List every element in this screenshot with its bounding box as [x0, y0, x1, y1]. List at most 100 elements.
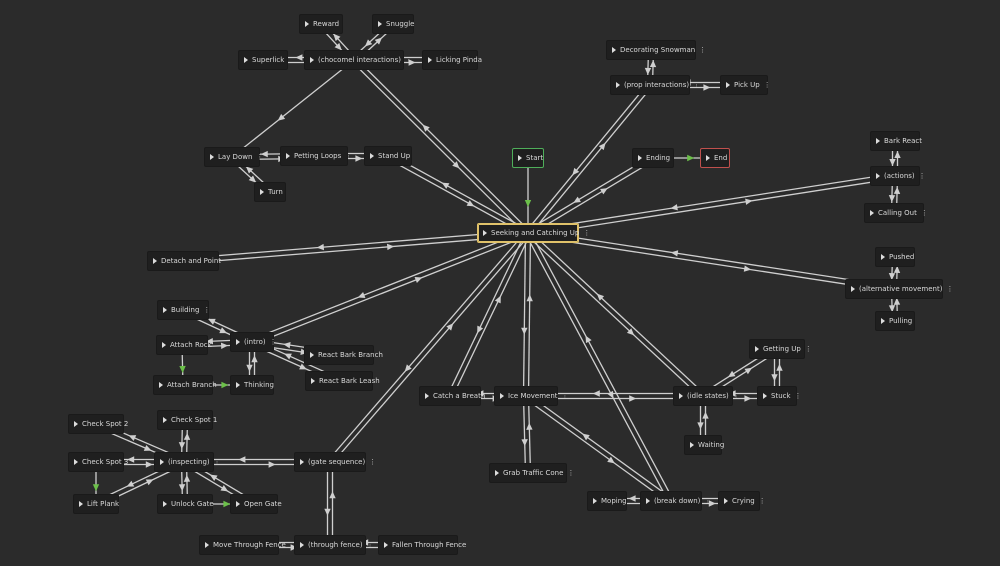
- transition-line[interactable]: [529, 86, 653, 236]
- node-thinking[interactable]: Thinking: [230, 375, 274, 395]
- node-seeking-and-catching-up[interactable]: Seeking and Catching Up⋮: [477, 223, 590, 243]
- transition-line[interactable]: [331, 234, 531, 465]
- kebab-menu-icon[interactable]: ⋮: [369, 458, 376, 466]
- node-turn[interactable]: Turn: [254, 182, 286, 202]
- node-detach-and-point[interactable]: Detach and Point: [147, 251, 221, 271]
- kebab-menu-icon[interactable]: ⋮: [732, 392, 740, 400]
- transition-line[interactable]: [386, 157, 528, 236]
- transition-line[interactable]: [527, 395, 532, 473]
- transition-line[interactable]: [525, 234, 702, 399]
- node-lay-down[interactable]: Lay Down⋮: [204, 147, 263, 167]
- transition-line[interactable]: [526, 155, 653, 232]
- node-ending[interactable]: Ending: [632, 148, 674, 168]
- transition-line[interactable]: [183, 234, 529, 265]
- node-pulling[interactable]: Pulling: [875, 311, 915, 331]
- node-grab-traffic-cone[interactable]: Grab Traffic Cone⋮: [489, 463, 574, 483]
- kebab-menu-icon[interactable]: ⋮: [561, 392, 569, 400]
- node-inspecting[interactable]: (inspecting)⋮: [154, 452, 221, 472]
- node-start[interactable]: Start: [512, 148, 544, 168]
- node-stuck[interactable]: Stuck⋮: [757, 386, 802, 406]
- node-check-spot-3[interactable]: Check Spot 3: [68, 452, 128, 472]
- transition-line[interactable]: [525, 82, 649, 232]
- transition-line[interactable]: [528, 229, 895, 288]
- node-getting-up[interactable]: Getting Up⋮: [749, 339, 812, 359]
- node-move-through-fence[interactable]: Move Through Fence: [199, 535, 286, 555]
- transition-line[interactable]: [447, 231, 527, 396]
- transition-line[interactable]: [522, 232, 527, 396]
- node-unlock-gate[interactable]: Unlock Gate: [157, 494, 214, 514]
- kebab-menu-icon[interactable]: ⋮: [763, 81, 771, 89]
- transition-line[interactable]: [231, 59, 355, 158]
- node-stand-up[interactable]: Stand Up: [364, 146, 412, 166]
- node-snuggle[interactable]: Snuggle: [372, 14, 414, 34]
- node-chocomel-interactions[interactable]: (chocomel interactions)⋮: [304, 50, 412, 70]
- node-fallen-through-fence[interactable]: Fallen Through Fence: [378, 535, 466, 555]
- node-check-spot-2[interactable]: Check Spot 2: [68, 414, 128, 434]
- node-intro[interactable]: (intro)⋮: [230, 332, 277, 352]
- kebab-menu-icon[interactable]: ⋮: [946, 285, 953, 293]
- kebab-menu-icon[interactable]: ⋮: [366, 541, 374, 549]
- node-waiting[interactable]: Waiting: [684, 435, 724, 455]
- kebab-menu-icon[interactable]: ⋮: [404, 56, 412, 64]
- transition-line[interactable]: [527, 393, 673, 500]
- node-ice-movement[interactable]: Ice Movement⋮: [494, 386, 569, 406]
- kebab-menu-icon[interactable]: ⋮: [345, 152, 352, 160]
- kebab-menu-icon[interactable]: ⋮: [699, 46, 706, 54]
- node-pick-up[interactable]: Pick Up⋮: [720, 75, 771, 95]
- transition-line[interactable]: [529, 231, 674, 501]
- node-moping[interactable]: Moping: [587, 491, 627, 511]
- node-attach-branch[interactable]: Attach Branch: [153, 375, 217, 395]
- kebab-menu-icon[interactable]: ⋮: [918, 172, 926, 180]
- transition-line[interactable]: [528, 159, 655, 236]
- transition-line[interactable]: [524, 397, 670, 504]
- node-building[interactable]: Building⋮: [157, 300, 210, 320]
- node-react-bark-branch[interactable]: React Bark Branch: [304, 345, 383, 365]
- transition-line[interactable]: [250, 230, 528, 341]
- kebab-menu-icon[interactable]: ⋮: [213, 458, 221, 466]
- node-reward[interactable]: Reward: [299, 14, 343, 34]
- node-check-spot-1[interactable]: Check Spot 1: [157, 410, 217, 430]
- node-break-down[interactable]: (break down)⋮: [640, 491, 711, 511]
- node-end[interactable]: End: [700, 148, 730, 168]
- kebab-menu-icon[interactable]: ⋮: [693, 81, 700, 89]
- node-crying[interactable]: Crying⋮: [718, 491, 766, 511]
- transition-line[interactable]: [527, 172, 895, 232]
- node-prop-interactions[interactable]: (prop interactions)⋮: [610, 75, 700, 95]
- transition-line[interactable]: [527, 233, 532, 397]
- transition-line[interactable]: [525, 233, 670, 503]
- node-actions[interactable]: (actions)⋮: [870, 166, 926, 186]
- kebab-menu-icon[interactable]: ⋮: [567, 469, 574, 477]
- kebab-menu-icon[interactable]: ⋮: [704, 497, 711, 505]
- node-catch-a-breath[interactable]: Catch a Breath: [419, 386, 485, 406]
- transition-line[interactable]: [355, 57, 531, 232]
- node-open-gate[interactable]: Open Gate: [230, 494, 282, 514]
- node-idle-states[interactable]: (idle states)⋮: [673, 386, 740, 406]
- transition-line[interactable]: [351, 61, 527, 236]
- kebab-menu-icon[interactable]: ⋮: [794, 392, 802, 400]
- kebab-menu-icon[interactable]: ⋮: [583, 229, 590, 237]
- transition-line[interactable]: [522, 396, 527, 474]
- kebab-menu-icon[interactable]: ⋮: [920, 209, 928, 217]
- node-pushed[interactable]: Pushed: [875, 247, 915, 267]
- node-calling-out[interactable]: Calling Out⋮: [864, 203, 928, 223]
- kebab-menu-icon[interactable]: ⋮: [804, 345, 812, 353]
- transition-line[interactable]: [182, 229, 528, 260]
- kebab-menu-icon[interactable]: ⋮: [758, 497, 766, 505]
- transition-line[interactable]: [527, 234, 894, 293]
- transition-line[interactable]: [451, 233, 531, 398]
- transition-line[interactable]: [529, 230, 706, 395]
- node-gate-sequence[interactable]: (gate sequence)⋮: [294, 452, 376, 472]
- node-through-fence[interactable]: (through fence)⋮: [294, 535, 374, 555]
- node-licking-pinda[interactable]: Licking Pinda: [422, 50, 482, 70]
- node-petting-loops[interactable]: Petting Loops⋮: [280, 146, 352, 166]
- transition-line[interactable]: [327, 230, 527, 461]
- node-lift-plank[interactable]: Lift Plank: [73, 494, 119, 514]
- node-alternative-movement[interactable]: (alternative movement)⋮: [845, 279, 953, 299]
- kebab-menu-icon[interactable]: ⋮: [256, 153, 263, 161]
- transition-line[interactable]: [252, 234, 530, 345]
- kebab-menu-icon[interactable]: ⋮: [203, 306, 210, 314]
- node-superlick[interactable]: Superlick: [238, 50, 288, 70]
- node-decorating-snowman[interactable]: Decorating Snowman⋮: [606, 40, 706, 60]
- node-react-bark-leash[interactable]: React Bark Leash: [305, 371, 380, 391]
- node-bark-react[interactable]: Bark React: [870, 131, 922, 151]
